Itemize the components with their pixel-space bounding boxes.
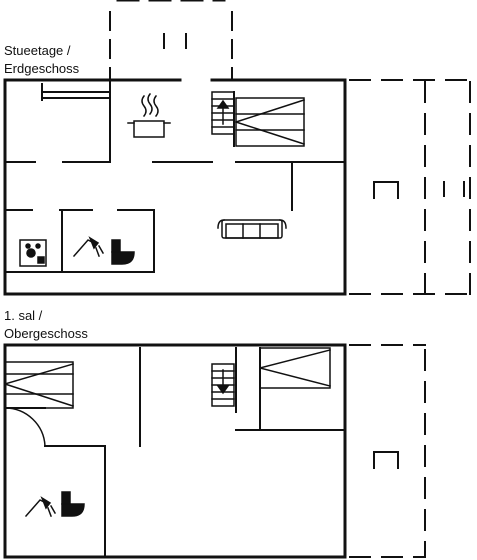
upper-shower-icon bbox=[24, 496, 57, 518]
kitchen-counter bbox=[41, 83, 109, 101]
staircase-up-icon bbox=[211, 91, 235, 147]
sofa-icon bbox=[217, 219, 287, 239]
upper-floor-label-line2: Obergeschoss bbox=[4, 326, 88, 341]
upper-floor-interior-walls bbox=[4, 347, 346, 558]
ground-floor-label-line1: Stueetage / bbox=[4, 43, 71, 58]
toilet-icon bbox=[111, 239, 135, 265]
upper-bed-icon bbox=[4, 361, 74, 409]
bed-icon bbox=[235, 97, 305, 147]
upper-floor-walls bbox=[3, 343, 347, 559]
staircase-down-icon bbox=[211, 347, 237, 413]
ground-floor-interior-walls bbox=[4, 79, 346, 273]
ground-terrace-marks bbox=[373, 181, 465, 199]
ground-floor-walls bbox=[3, 78, 347, 296]
upper-floor-label-line1: 1. sal / bbox=[4, 308, 43, 323]
upper-terrace-marks bbox=[373, 451, 399, 469]
entrance-canopy bbox=[109, 0, 233, 79]
upper-floor-label: 1. sal / Obergeschoss bbox=[4, 307, 88, 343]
ground-terrace bbox=[349, 79, 477, 295]
upper-toilet-icon bbox=[61, 491, 85, 517]
upper-cupboard-icon bbox=[259, 347, 331, 389]
washing-machine-icon bbox=[19, 239, 47, 267]
ground-floor-label-line2: Erdgeschoss bbox=[4, 61, 80, 76]
door-swing bbox=[4, 407, 46, 447]
stove-pot-icon bbox=[127, 92, 171, 138]
shower-icon bbox=[72, 236, 105, 258]
upper-terrace bbox=[349, 344, 426, 558]
ground-floor-label: Stueetage / Erdgeschoss bbox=[4, 42, 79, 78]
